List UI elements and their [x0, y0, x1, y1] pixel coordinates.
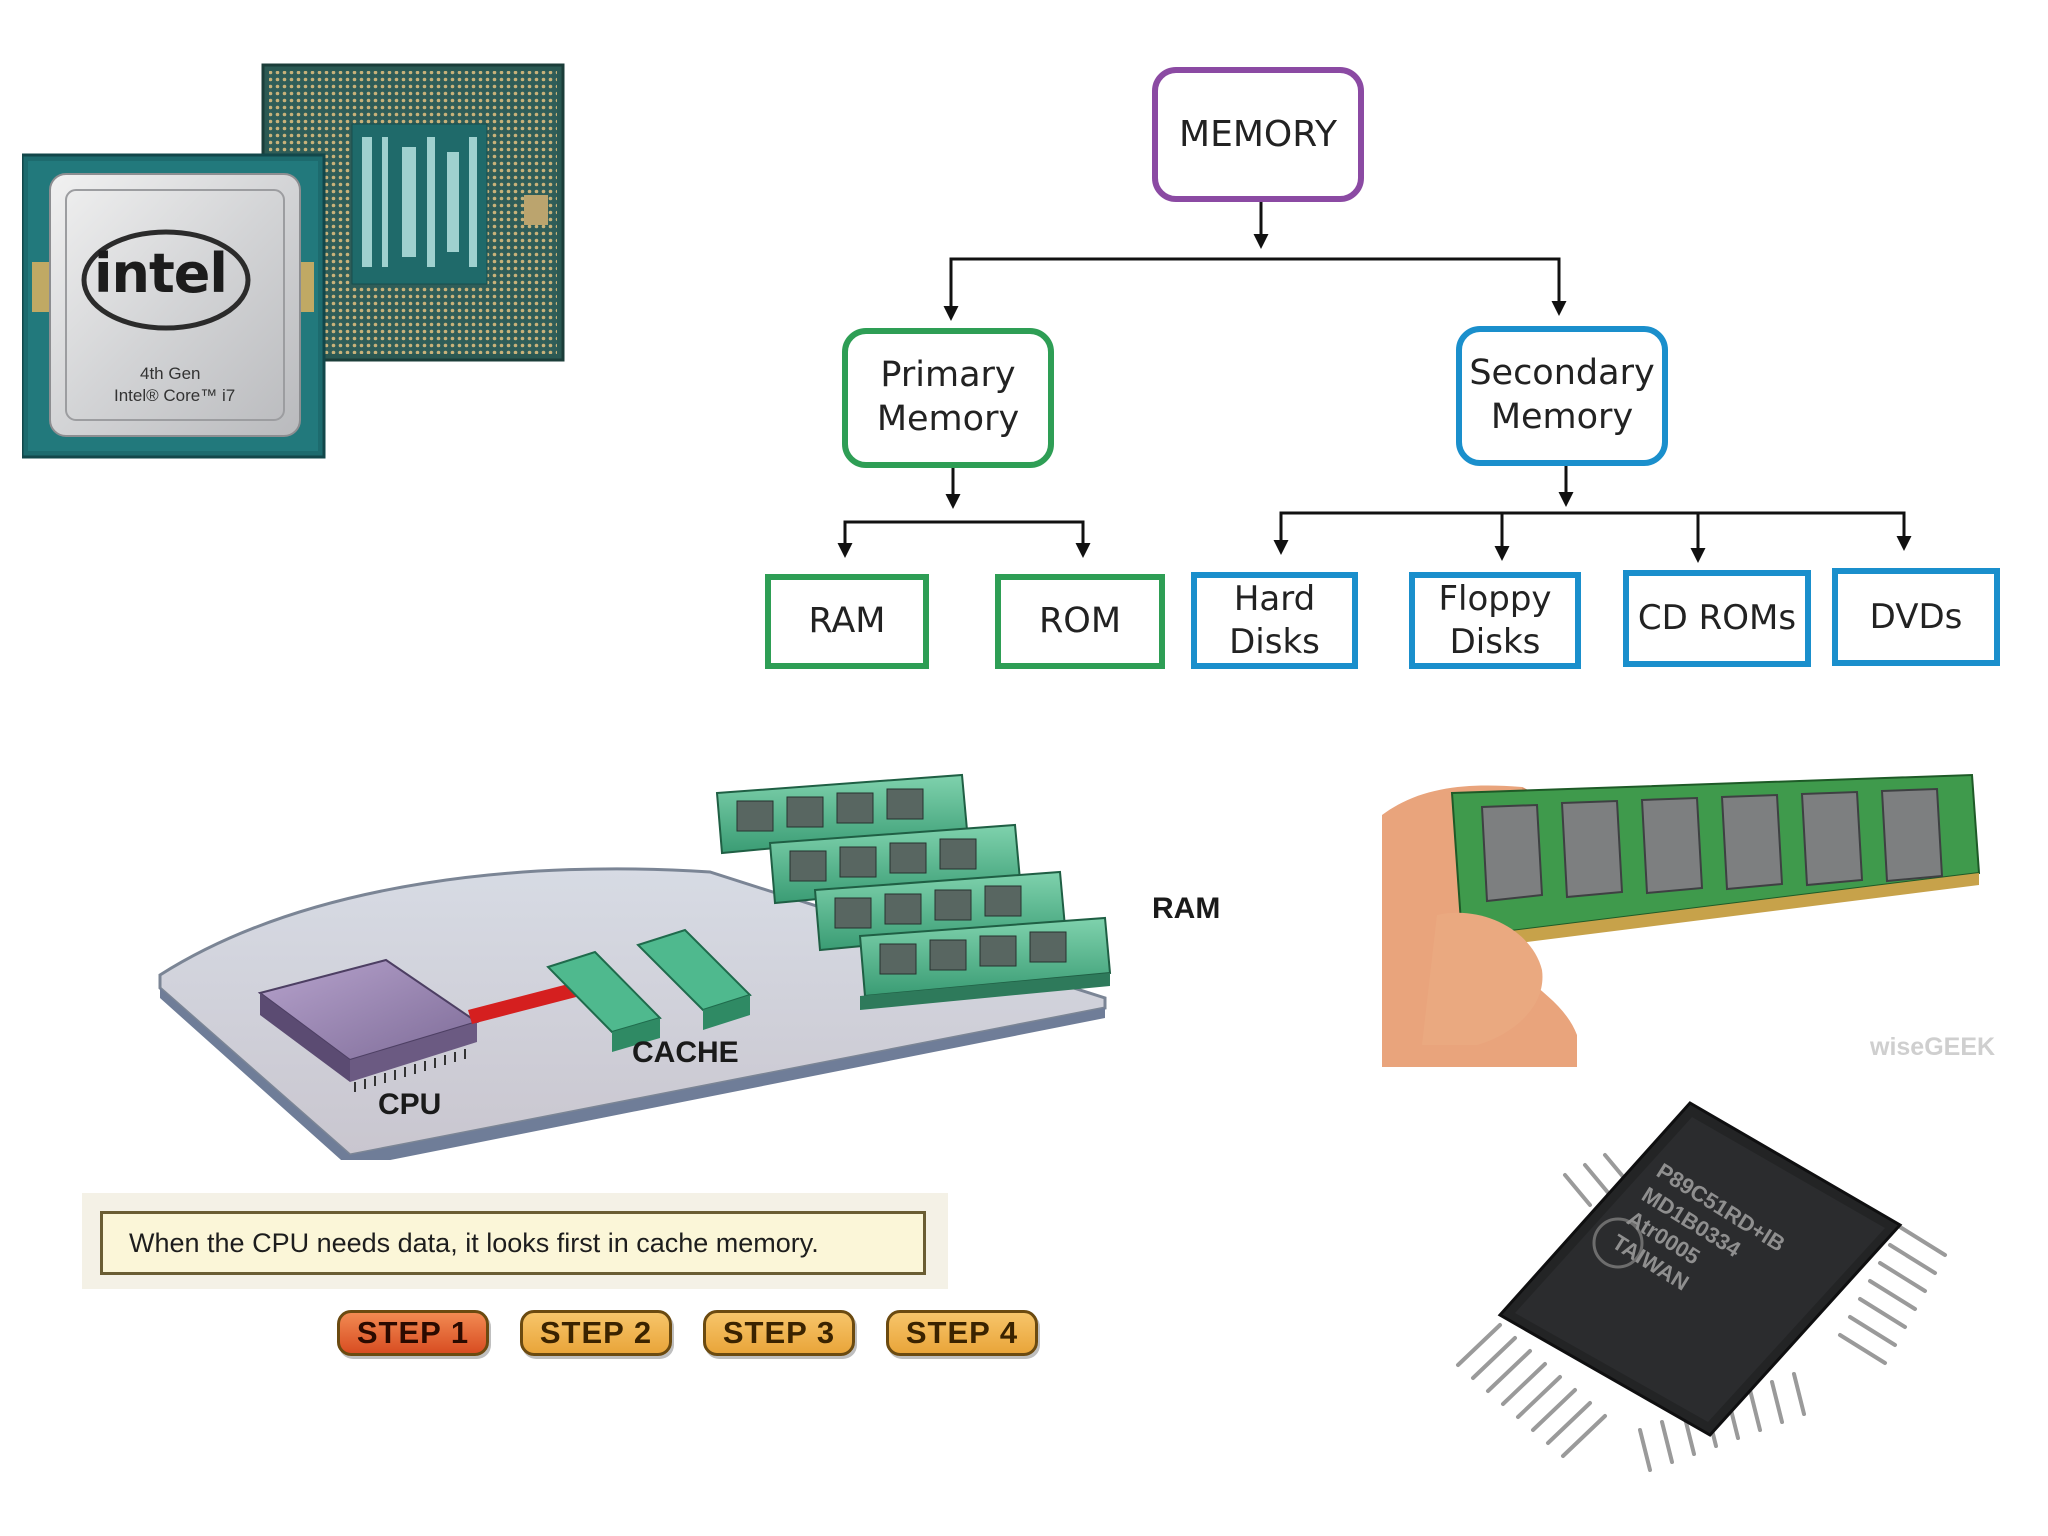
tree-node-ram: RAM — [765, 574, 929, 669]
cache-caption: When the CPU needs data, it looks first … — [100, 1211, 926, 1275]
microcontroller-chip-photo: P89C51RD+IB MD1B0334 Atr0005 TAIWAN — [1456, 1101, 1947, 1472]
memory-tree-connectors — [837, 200, 1912, 563]
step-4-button[interactable]: STEP 4 — [886, 1310, 1038, 1356]
diagram-label-ram: RAM — [1152, 892, 1221, 925]
cpu-pin-side — [261, 63, 565, 362]
tree-node-memory: MEMORY — [1152, 67, 1364, 202]
cache-chip-2 — [636, 928, 752, 1030]
connector-primary-fork — [843, 520, 1091, 558]
cpu-front-side — [20, 153, 326, 459]
intel-cpu-image: intel 4th Gen Intel® Core™ i7 — [20, 62, 572, 462]
diagram-label-cache: CACHE — [632, 1036, 739, 1069]
intel-model-text: Intel® Core™ i7 — [114, 386, 236, 405]
intel-logo-text: intel — [94, 242, 228, 305]
cpu-cache-bus — [468, 982, 580, 1024]
ram-module-4 — [858, 916, 1112, 1010]
tree-node-primary-memory: Primary Memory — [842, 328, 1054, 468]
ram-stick-photo — [1382, 745, 1982, 1067]
tree-node-dvds: DVDs — [1832, 568, 2000, 666]
intel-gen-text: 4th Gen — [140, 364, 201, 383]
diagram-label-cpu: CPU — [378, 1088, 442, 1121]
cache-memory-diagram — [158, 773, 1112, 1160]
step-2-button[interactable]: STEP 2 — [520, 1310, 672, 1356]
connector-root-fork — [949, 257, 1567, 318]
tree-node-rom: ROM — [995, 574, 1165, 669]
cache-chip-1 — [546, 950, 662, 1052]
connector-secondary-fork — [1279, 511, 1912, 552]
step-1-button[interactable]: STEP 1 — [337, 1310, 489, 1356]
tree-node-secondary-memory: Secondary Memory — [1456, 326, 1668, 466]
tree-node-floppy-disks: Floppy Disks — [1409, 572, 1581, 669]
tree-node-cd-roms: CD ROMs — [1623, 570, 1811, 667]
step-3-button[interactable]: STEP 3 — [703, 1310, 855, 1356]
wisegeek-watermark: wiseGEEK — [1870, 1033, 1996, 1061]
tree-node-hard-disks: Hard Disks — [1191, 572, 1358, 669]
